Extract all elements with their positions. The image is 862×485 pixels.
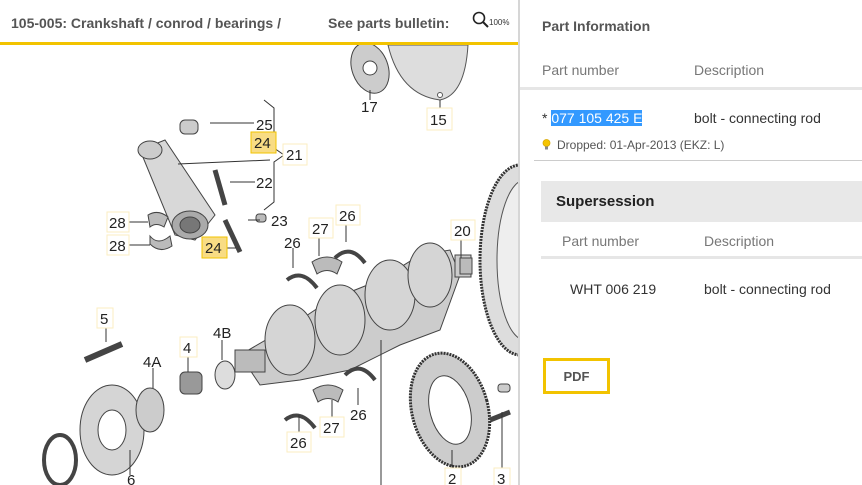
svg-text:24: 24 bbox=[254, 135, 271, 152]
ring-gear-part bbox=[478, 163, 518, 357]
dropped-note: Dropped: 01-Apr-2013 (EKZ: L) bbox=[542, 138, 724, 152]
part-info-panel: Part Information Part number Description… bbox=[520, 0, 862, 485]
callout-28[interactable]: 28 bbox=[106, 211, 130, 233]
sup-description: bolt - connecting rod bbox=[704, 281, 831, 297]
callout-28-2[interactable]: 28 bbox=[106, 234, 130, 256]
svg-text:26: 26 bbox=[290, 435, 307, 452]
svg-text:26: 26 bbox=[339, 208, 356, 225]
callout-22[interactable]: 22 bbox=[256, 175, 273, 192]
part-prefix: * bbox=[542, 110, 548, 126]
callout-4a[interactable]: 4A bbox=[143, 354, 161, 371]
lightbulb-icon bbox=[542, 139, 551, 150]
svg-text:25: 25 bbox=[256, 117, 273, 134]
svg-text:28: 28 bbox=[109, 238, 126, 255]
breadcrumb: 105-005: Crankshaft / conrod / bearings … bbox=[11, 15, 281, 31]
callout-15[interactable]: 15 bbox=[426, 107, 453, 131]
diagram-header: 105-005: Crankshaft / conrod / bearings … bbox=[0, 0, 518, 45]
part-number-link[interactable]: 077 105 425 E bbox=[551, 110, 643, 126]
svg-text:4: 4 bbox=[183, 340, 191, 357]
callout-4[interactable]: 4 bbox=[179, 336, 198, 358]
callout-4b[interactable]: 4B bbox=[213, 325, 231, 342]
sup-col-header-part-number: Part number bbox=[562, 233, 640, 249]
flywheel-part bbox=[387, 45, 469, 101]
col-header-description: Description bbox=[694, 62, 765, 78]
plate-part bbox=[350, 45, 390, 100]
supersession-header: Supersession bbox=[541, 181, 862, 222]
callout-27-2[interactable]: 27 bbox=[319, 416, 345, 438]
part-info-title: Part Information bbox=[542, 18, 651, 34]
sup-part-number[interactable]: WHT 006 219 bbox=[570, 281, 657, 297]
svg-text:3: 3 bbox=[497, 471, 505, 485]
callout-20[interactable]: 20 bbox=[450, 219, 476, 241]
parts-bulletin-label: See parts bulletin: bbox=[328, 15, 450, 31]
svg-text:26: 26 bbox=[284, 235, 301, 252]
svg-text:5: 5 bbox=[100, 311, 108, 328]
callout-3[interactable]: 3 bbox=[493, 467, 511, 485]
gear-ring-lower bbox=[408, 257, 511, 469]
diagram-pane: 105-005: Crankshaft / conrod / bearings … bbox=[0, 0, 518, 485]
svg-text:4B: 4B bbox=[213, 325, 231, 342]
callout-26-2[interactable]: 26 bbox=[284, 235, 301, 252]
callout-25[interactable]: 25 bbox=[256, 117, 273, 134]
pane-divider[interactable] bbox=[518, 0, 520, 485]
pdf-button[interactable]: PDF bbox=[543, 358, 610, 394]
callout-23[interactable]: 23 bbox=[271, 213, 288, 230]
zoom-level: 100% bbox=[489, 18, 510, 27]
magnifier-icon bbox=[472, 11, 489, 28]
callout-5[interactable]: 5 bbox=[96, 307, 114, 329]
callout-24-highlighted-2[interactable]: 24 bbox=[201, 236, 228, 259]
zoom-control[interactable]: 100% bbox=[472, 11, 509, 29]
svg-text:6: 6 bbox=[127, 472, 135, 485]
row-divider bbox=[534, 160, 862, 161]
svg-text:26: 26 bbox=[350, 407, 367, 424]
callout-2[interactable]: 2 bbox=[444, 467, 462, 485]
callout-21[interactable]: 21 bbox=[282, 143, 308, 166]
svg-text:20: 20 bbox=[454, 223, 471, 240]
supersession-title: Supersession bbox=[556, 193, 655, 210]
svg-text:2: 2 bbox=[448, 471, 456, 485]
svg-text:17: 17 bbox=[361, 99, 378, 116]
svg-text:4A: 4A bbox=[143, 354, 161, 371]
svg-text:22: 22 bbox=[256, 175, 273, 192]
svg-text:24: 24 bbox=[205, 240, 222, 257]
svg-text:15: 15 bbox=[430, 112, 447, 129]
exploded-parts-diagram[interactable]: 25 24 21 22 23 24 28 28 17 15 26 27 26 2… bbox=[0, 45, 518, 485]
callout-17[interactable]: 17 bbox=[361, 99, 378, 116]
svg-text:27: 27 bbox=[323, 420, 340, 437]
crankshaft-part bbox=[234, 242, 472, 386]
callout-6[interactable]: 6 bbox=[127, 472, 135, 485]
part-description: bolt - connecting rod bbox=[694, 110, 821, 126]
pulley-part bbox=[42, 341, 236, 485]
col-header-part-number: Part number bbox=[542, 62, 620, 78]
svg-text:28: 28 bbox=[109, 215, 126, 232]
svg-text:23: 23 bbox=[271, 213, 288, 230]
callout-24-highlighted[interactable]: 24 bbox=[250, 131, 277, 154]
svg-text:27: 27 bbox=[312, 221, 329, 238]
callout-26[interactable]: 26 bbox=[335, 204, 361, 226]
callout-26-4[interactable]: 26 bbox=[286, 431, 312, 453]
callout-26-3[interactable]: 26 bbox=[350, 407, 367, 424]
sup-col-header-description: Description bbox=[704, 233, 775, 249]
bearing-shells bbox=[283, 249, 377, 430]
connecting-rod-part bbox=[137, 119, 267, 254]
header-divider bbox=[520, 87, 862, 90]
svg-text:21: 21 bbox=[286, 147, 303, 164]
callout-27[interactable]: 27 bbox=[308, 217, 334, 239]
dropped-note-text: Dropped: 01-Apr-2013 (EKZ: L) bbox=[557, 138, 725, 152]
sup-header-divider bbox=[541, 256, 862, 259]
